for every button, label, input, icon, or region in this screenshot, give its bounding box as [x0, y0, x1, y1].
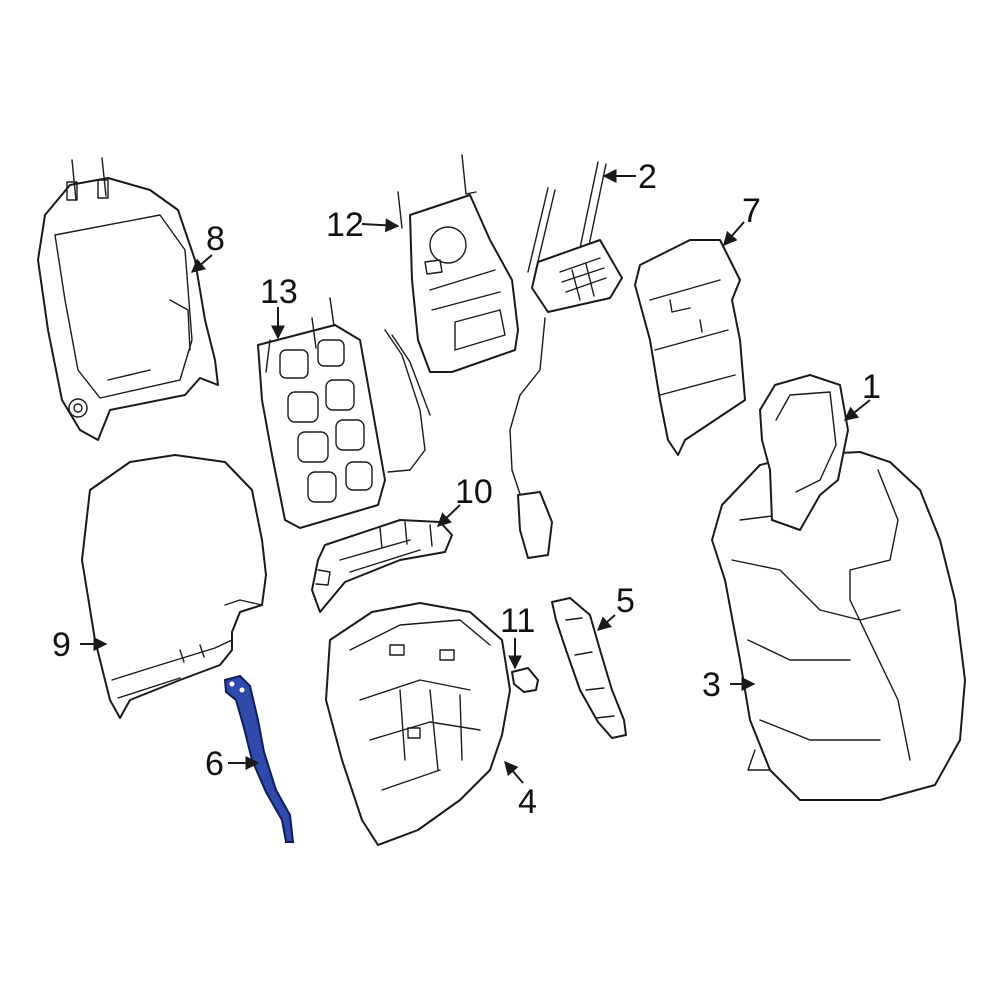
part-1-headrest[interactable]	[759, 374, 849, 531]
part-9-seat-back-foam[interactable]	[81, 454, 267, 719]
part-2-headrest-guide-assembly[interactable]	[509, 161, 623, 559]
callout-7: 7	[742, 192, 761, 230]
part-3-seat-back-cover[interactable]	[711, 451, 966, 801]
callout-4: 4	[518, 783, 537, 821]
callout-1: 1	[862, 368, 881, 406]
callout-8: 8	[206, 220, 225, 258]
callout-12: 12	[326, 206, 364, 244]
part-10-side-bracket[interactable]	[311, 519, 453, 613]
callout-13: 13	[260, 273, 298, 311]
part-12-upper-support-panel[interactable]	[397, 154, 519, 373]
callout-6: 6	[205, 745, 224, 783]
callout-9: 9	[52, 626, 71, 664]
part-6-highlight-fill	[223, 674, 295, 843]
callout-10: 10	[455, 473, 493, 511]
callout-3: 3	[702, 666, 721, 704]
part-7-rear-trim-panel[interactable]	[634, 239, 746, 456]
callout-5: 5	[616, 582, 635, 620]
part-4-seat-back-carrier[interactable]	[325, 602, 511, 846]
part-8-seat-back-frame[interactable]	[37, 157, 219, 441]
part-5-side-trim-bracket[interactable]	[551, 597, 627, 739]
part-11-clip[interactable]	[511, 667, 539, 693]
part-13-lumbar-bladder-assembly[interactable]	[257, 297, 431, 529]
callout-2: 2	[638, 158, 657, 196]
callout-11: 11	[500, 602, 535, 640]
part-6-side-rail[interactable]	[223, 674, 295, 843]
